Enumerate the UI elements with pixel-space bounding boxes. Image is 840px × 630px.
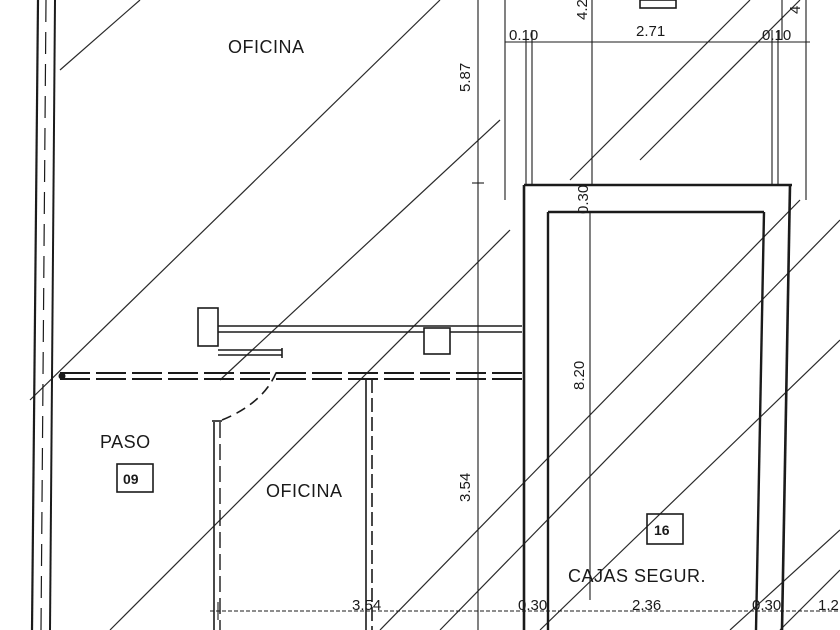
diagonal-hatching: [29, 0, 840, 630]
dim-top-partial-left: 4.2: [574, 0, 591, 20]
bottom-dimension-line: [210, 600, 840, 630]
room-label-paso: PASO: [100, 432, 151, 452]
left-wall: [30, 0, 56, 630]
door-swing-arc: [221, 367, 279, 421]
vertical-dimension-left: [472, 0, 484, 630]
room-label-oficina-top: OFICINA: [228, 37, 305, 57]
dim-bottom-wall-left: 0.30: [518, 597, 547, 614]
dim-top-partial-right: 4: [787, 6, 804, 14]
vault-walls: [522, 183, 792, 630]
dim-height-lower: 3.54: [457, 473, 474, 502]
dim-top-right-thin: 0.10: [762, 27, 791, 44]
dim-bottom-vault: 2.36: [632, 597, 661, 614]
room-number-cajas: 16: [654, 522, 670, 538]
paso-number-box: [116, 463, 154, 493]
dim-top-width: 2.71: [636, 23, 665, 40]
room-label-oficina-bottom: OFICINA: [266, 481, 343, 501]
room-number-paso: 09: [123, 471, 139, 487]
dim-bottom-wall-right: 0.30: [752, 597, 781, 614]
electrical-panel: [197, 307, 522, 358]
dashed-division-wall: [58, 372, 522, 380]
room-label-cajas: CAJAS SEGUR.: [568, 566, 706, 586]
dim-bottom-left: 3.54: [352, 597, 381, 614]
dim-height-upper: 5.87: [457, 63, 474, 92]
lower-office-partition: [212, 379, 373, 630]
dim-top-left-thin: 0.10: [509, 27, 538, 44]
dim-bottom-edge: 1.2: [818, 597, 839, 614]
cajas-number-box: [646, 513, 684, 545]
dim-wall-top: 0.30: [575, 185, 592, 214]
top-dimension-strip: [504, 0, 810, 200]
dim-vault-height: 8.20: [571, 361, 588, 390]
